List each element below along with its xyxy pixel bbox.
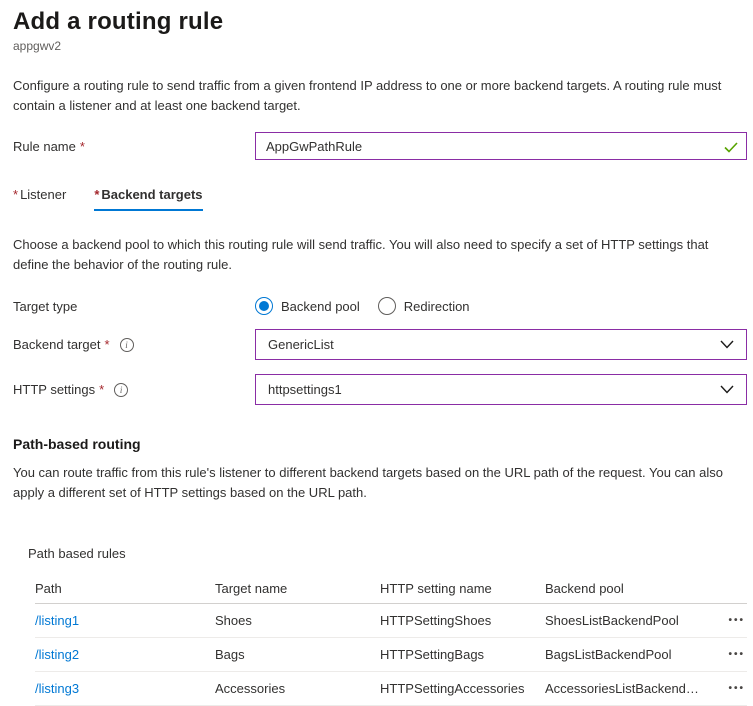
cell-http-setting-name: HTTPSettingBags [380, 647, 485, 662]
required-marker: * [94, 187, 100, 202]
row-menu-button[interactable]: ••• [726, 645, 747, 664]
column-header-path: Path [35, 581, 62, 596]
backend-target-dropdown[interactable]: GenericList [255, 329, 747, 360]
path-rules-table-label: Path based rules [28, 546, 126, 561]
chevron-down-icon [720, 336, 734, 354]
cell-backend-pool: AccessoriesListBackendPool [545, 681, 707, 696]
radio-backend-pool[interactable]: Backend pool [255, 297, 360, 315]
chevron-down-icon [720, 381, 734, 399]
table-row: /listing3 Accessories HTTPSettingAccesso… [35, 672, 747, 706]
row-menu-button[interactable]: ••• [726, 679, 747, 698]
cell-target-name: Bags [215, 647, 245, 662]
target-type-row: Target type Backend pool Redirection [13, 297, 747, 315]
cell-backend-pool: BagsListBackendPool [545, 647, 672, 662]
row-menu-button[interactable]: ••• [726, 611, 747, 630]
path-link[interactable]: /listing2 [35, 647, 80, 662]
column-header-target-name: Target name [215, 581, 288, 596]
required-marker: * [79, 138, 85, 154]
target-type-radio-group: Backend pool Redirection [255, 297, 470, 315]
table-header-row: Path Target name HTTP setting name Backe… [35, 574, 747, 604]
rule-name-field-area [255, 132, 747, 160]
table-row: /listing1 Shoes HTTPSettingShoes ShoesLi… [35, 604, 747, 638]
backend-target-label: Backend target * i [13, 337, 255, 352]
column-header-http-setting-name: HTTP setting name [380, 581, 492, 596]
radio-unselected-icon [377, 297, 396, 315]
rule-name-label: Rule name * [13, 138, 85, 154]
rule-name-input[interactable] [255, 132, 747, 160]
target-type-label: Target type [13, 298, 78, 314]
info-icon[interactable]: i [119, 337, 134, 352]
radio-redirection[interactable]: Redirection [377, 297, 470, 315]
path-rules-table: Path Target name HTTP setting name Backe… [35, 574, 747, 706]
http-settings-row: HTTP settings * i httpsettings1 [13, 374, 747, 405]
cell-target-name: Accessories [215, 681, 286, 696]
column-header-backend-pool: Backend pool [545, 581, 624, 596]
http-settings-label: HTTP settings * i [13, 382, 255, 397]
http-settings-value: httpsettings1 [268, 382, 342, 397]
cell-backend-pool: ShoesListBackendPool [545, 613, 679, 628]
table-row: /listing2 Bags HTTPSettingBags BagsListB… [35, 638, 747, 672]
radio-selected-icon [255, 297, 273, 315]
rule-name-row: Rule name * [13, 132, 747, 160]
intro-text: Configure a routing rule to send traffic… [13, 78, 722, 113]
http-settings-dropdown[interactable]: httpsettings1 [255, 374, 747, 405]
backend-target-value: GenericList [268, 337, 334, 352]
path-based-routing-description: You can route traffic from this rule's l… [13, 465, 723, 500]
path-link[interactable]: /listing1 [35, 613, 80, 628]
backend-section-description: Choose a backend pool to which this rout… [13, 237, 709, 272]
required-marker: * [13, 187, 19, 202]
cell-http-setting-name: HTTPSettingAccessories [380, 681, 525, 696]
required-marker: * [104, 337, 110, 352]
required-marker: * [99, 382, 105, 397]
tab-backend-targets[interactable]: * Backend targets [94, 187, 203, 211]
path-link[interactable]: /listing3 [35, 681, 80, 696]
valid-check-icon [724, 140, 738, 158]
info-icon[interactable]: i [114, 382, 129, 397]
backend-target-row: Backend target * i GenericList [13, 329, 747, 360]
resource-name: appgwv2 [13, 39, 62, 53]
tab-label: Backend targets [101, 187, 203, 202]
tab-bar: * Listener * Backend targets [13, 187, 747, 211]
tab-listener[interactable]: * Listener [13, 187, 66, 211]
tab-label: Listener [20, 187, 67, 202]
cell-target-name: Shoes [215, 613, 252, 628]
page-title: Add a routing rule [13, 8, 224, 35]
cell-http-setting-name: HTTPSettingShoes [380, 613, 492, 628]
path-based-routing-heading: Path-based routing [13, 436, 141, 452]
